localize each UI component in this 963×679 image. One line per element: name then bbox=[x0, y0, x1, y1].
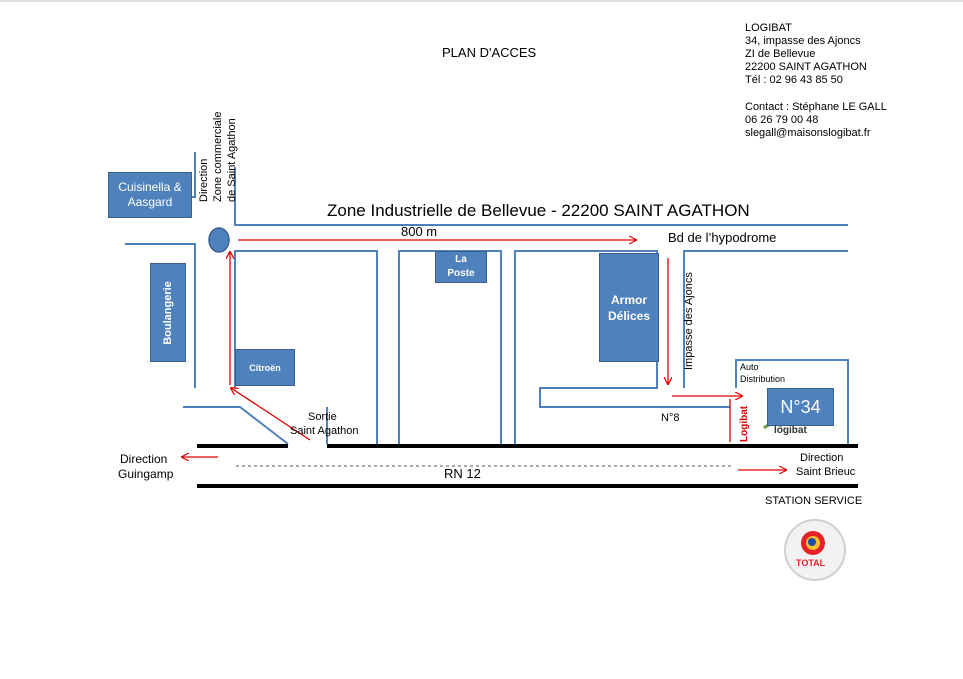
direction-saint-brieuc-2: Saint Brieuc bbox=[796, 466, 856, 478]
direction-saint-brieuc-1: Direction bbox=[800, 452, 844, 464]
direction-zone-commerciale-3: de Saint Agathon bbox=[226, 118, 238, 202]
rn12-lines bbox=[197, 444, 858, 488]
label-logibat-vertical: Logibat bbox=[739, 405, 750, 442]
contact-phone: 06 26 79 00 48 bbox=[745, 114, 819, 126]
building-n34-logibat: N°34 bbox=[767, 388, 834, 426]
contact-email: slegall@maisonslogibat.fr bbox=[745, 127, 871, 139]
logibat-logo-text: logibat bbox=[774, 425, 807, 436]
sortie-line-1: Sortie bbox=[308, 411, 337, 423]
station-service-label: STATION SERVICE bbox=[765, 495, 863, 507]
route-arrows bbox=[182, 240, 786, 470]
distance-label: 800 m bbox=[401, 224, 438, 239]
road-label-bd-hypodrome: Bd de l’hypodrome bbox=[668, 230, 777, 245]
company-line: 34, impasse des Ajoncs bbox=[745, 35, 861, 47]
direction-guingamp-1: Direction bbox=[120, 452, 168, 466]
company-line: Tél : 02 96 43 85 50 bbox=[745, 74, 843, 86]
building-boulangerie: Boulangerie bbox=[150, 263, 186, 362]
road-label-impasse: Impasse des Ajoncs bbox=[683, 272, 695, 370]
company-line: LOGIBAT bbox=[745, 22, 792, 34]
direction-guingamp-2: Guingamp bbox=[118, 467, 174, 481]
contact-line: Contact : Stéphane LE GALL bbox=[745, 101, 887, 113]
building-boulangerie-label: Boulangerie bbox=[162, 280, 175, 345]
page-title: PLAN D'ACCES bbox=[442, 45, 537, 60]
direction-zone-commerciale-1: Direction bbox=[198, 158, 210, 202]
building-la-poste: La Poste bbox=[435, 251, 487, 283]
company-line: 22200 SAINT AGATHON bbox=[745, 61, 867, 73]
roundabout bbox=[208, 227, 230, 253]
company-address: LOGIBAT 34, impasse des Ajoncs ZI de Bel… bbox=[745, 22, 867, 87]
total-logo-text: TOTAL bbox=[796, 558, 826, 568]
zone-label: Zone Industrielle de Bellevue - 22200 SA… bbox=[327, 201, 750, 220]
company-contact: Contact : Stéphane LE GALL 06 26 79 00 4… bbox=[745, 101, 887, 140]
direction-zone-commerciale-2: Zone commerciale bbox=[212, 111, 224, 202]
label-auto-distribution: Auto Distribution bbox=[740, 362, 786, 384]
total-logo-graphic bbox=[784, 519, 846, 581]
road-label-n8: N°8 bbox=[661, 412, 680, 424]
road-label-rn12: RN 12 bbox=[444, 466, 481, 481]
building-cuisinella: Cuisinella & Aasgard bbox=[108, 172, 192, 218]
building-armor-delices: Armor Délices bbox=[599, 253, 659, 362]
company-line: ZI de Bellevue bbox=[745, 48, 816, 60]
building-citroen: Citroën bbox=[235, 349, 295, 386]
sortie-line-2: Saint Agathon bbox=[290, 425, 359, 437]
